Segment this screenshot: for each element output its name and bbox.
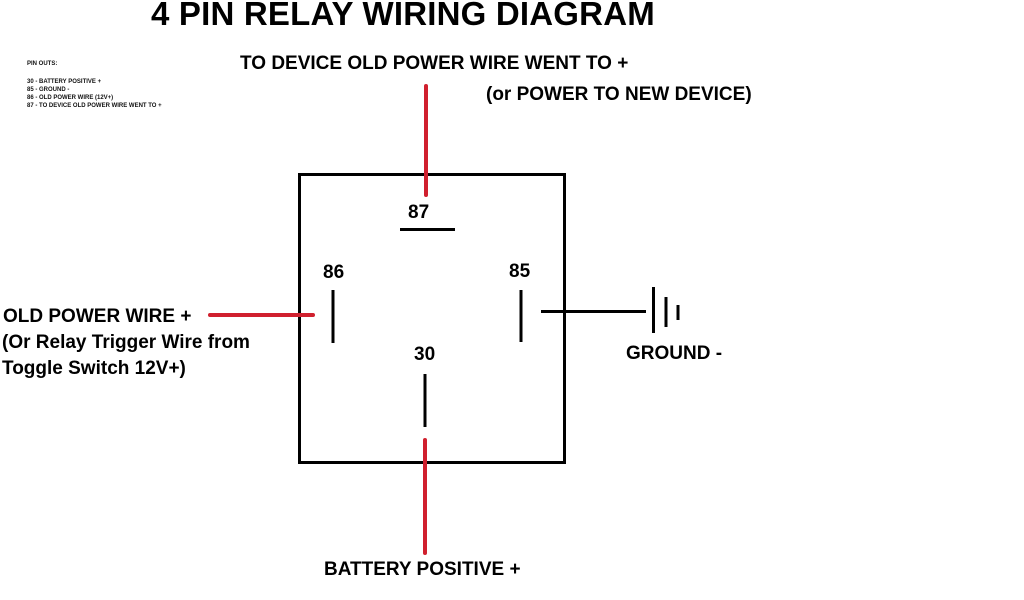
pin-86-label: 86 [323,262,345,283]
label-pin87-alternate: (or POWER TO NEW DEVICE) [486,84,752,105]
pin-30-label: 30 [414,344,436,365]
ground-icon [652,287,680,333]
pin-outs-item: 30 - BATTERY POSITIVE + [27,79,102,85]
label-pin86-line3: Toggle Switch 12V+) [2,358,186,379]
diagram-title: 4 PIN RELAY WIRING DIAGRAM [151,0,655,32]
pin-outs-item: 86 - OLD POWER WIRE (12V+) [27,95,114,101]
relay-body [298,173,566,464]
label-pin85-ground: GROUND - [626,343,723,364]
pin-outs-item: 87 - TO DEVICE OLD POWER WIRE WENT TO + [27,103,162,109]
pin-87-label: 87 [408,202,430,223]
pin-outs-item: 85 - GROUND - [27,87,70,93]
pin-85-label: 85 [509,261,531,282]
label-pin87-destination: TO DEVICE OLD POWER WIRE WENT TO + [240,53,629,74]
label-pin86-line2: (Or Relay Trigger Wire from [2,332,250,353]
label-pin86-line1: OLD POWER WIRE + [3,306,192,327]
pin-outs-heading: PIN OUTS: [27,61,58,67]
label-pin30-battery: BATTERY POSITIVE + [324,559,521,580]
pin-outs-legend: PIN OUTS: 30 - BATTERY POSITIVE + 85 - G… [27,60,162,110]
